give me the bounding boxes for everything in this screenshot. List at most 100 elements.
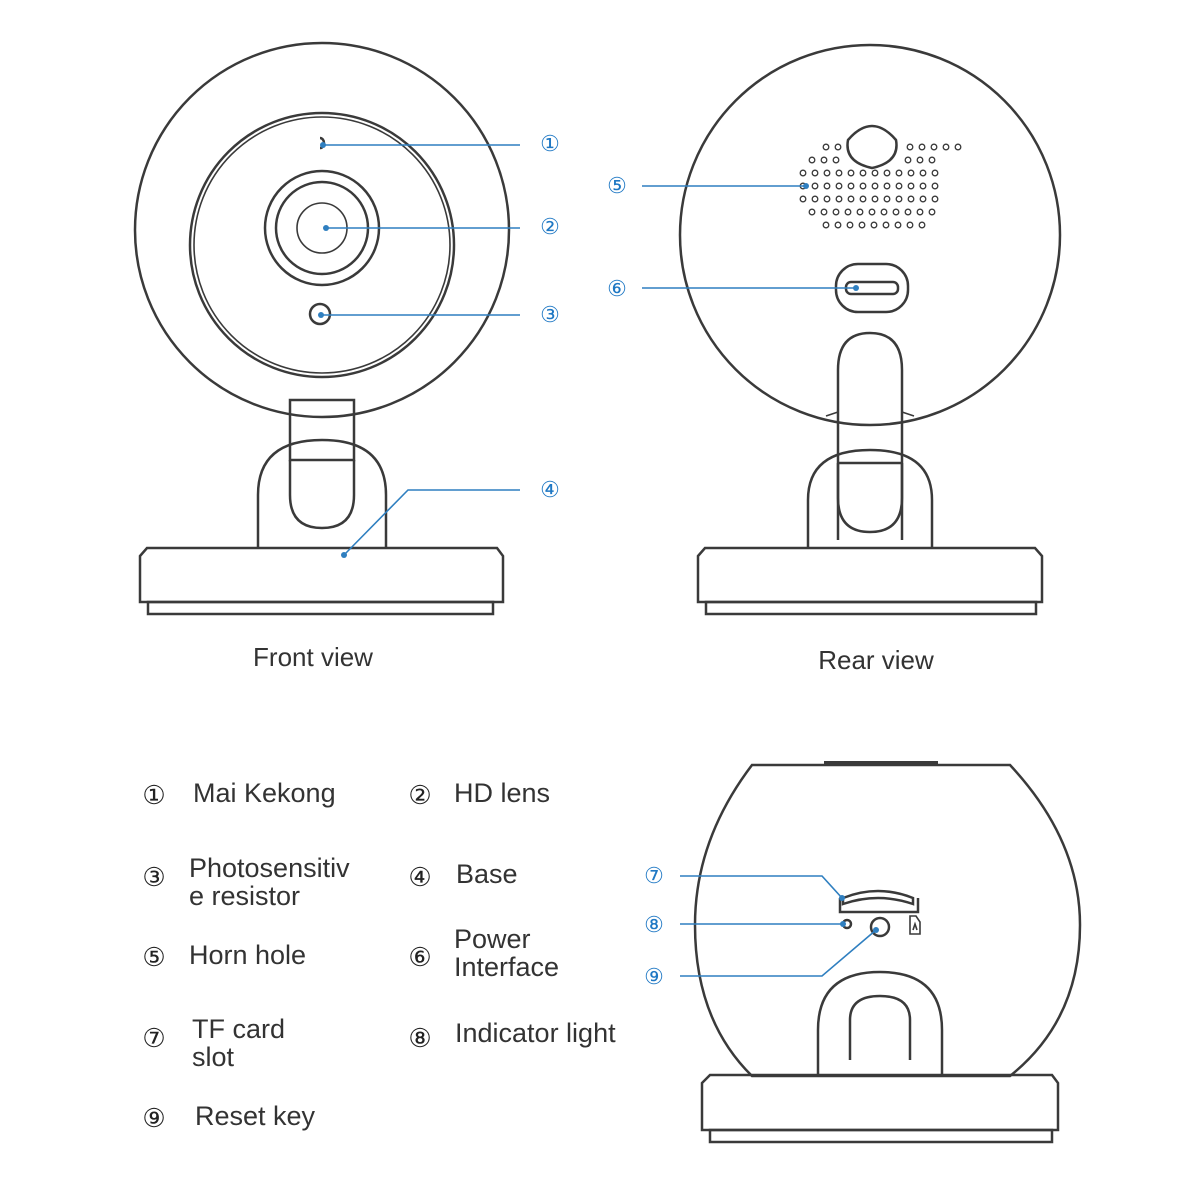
horn-hole (883, 169, 891, 177)
horn-hole (871, 182, 879, 190)
horn-hole (822, 221, 830, 229)
legend-item-1-label: Mai Kekong (193, 778, 336, 808)
legend-item-9-number: ⑨ (142, 1103, 165, 1133)
horn-hole (808, 156, 816, 164)
legend-item-7-number: ⑦ (142, 1023, 165, 1053)
legend-item-5-number: ⑤ (142, 942, 165, 972)
sd-card-icon (909, 915, 921, 935)
horn-hole (823, 182, 831, 190)
legend-item-7-label-line-2: slot (192, 1042, 235, 1072)
horn-hole (823, 169, 831, 177)
horn-hole (811, 195, 819, 203)
callout-1-number: ① (540, 131, 560, 156)
tf-card-slot (841, 889, 915, 906)
front-camera-body (133, 41, 511, 419)
legend-item-4-number: ④ (408, 862, 431, 892)
horn-hole (820, 208, 828, 216)
front-face-plate (188, 111, 456, 379)
callout-6-number: ⑥ (607, 276, 627, 301)
horn-hole (859, 169, 867, 177)
rear-arm-outer (836, 331, 904, 540)
horn-hole (907, 182, 915, 190)
callout-3-number: ③ (540, 302, 560, 327)
horn-hole (835, 169, 843, 177)
horn-hole (822, 143, 830, 151)
callout-1-dot (320, 142, 326, 148)
horn-hole (871, 195, 879, 203)
horn-hole (928, 156, 936, 164)
horn-hole (906, 221, 914, 229)
horn-hole (835, 182, 843, 190)
callout-7-number: ⑦ (644, 863, 664, 888)
tf-card-slot-frame (838, 898, 920, 914)
horn-hole (892, 208, 900, 216)
callout-4-number: ④ (540, 477, 560, 502)
horn-hole (880, 208, 888, 216)
callout-7-lead (680, 875, 843, 899)
horn-hole (928, 208, 936, 216)
legend: ① Mai Kekong ② HD lens ③ Photosensitiv e… (142, 778, 616, 1133)
horn-hole (820, 156, 828, 164)
horn-hole (832, 208, 840, 216)
callout-9-lead (680, 929, 877, 977)
legend-item-4-label: Base (456, 859, 518, 889)
horn-hole (942, 143, 950, 151)
legend-item-5-label: Horn hole (189, 940, 306, 970)
front-stand-arch (256, 438, 388, 548)
horn-hole (858, 221, 866, 229)
legend-item-6-label-line-2: Interface (454, 952, 559, 982)
front-neck (288, 398, 356, 462)
horn-hole (919, 169, 927, 177)
horn-hole (906, 143, 914, 151)
horn-hole (918, 143, 926, 151)
horn-hole (882, 221, 890, 229)
horn-hole (847, 195, 855, 203)
horn-hole (868, 208, 876, 216)
horn-hole (859, 182, 867, 190)
horn-hole (832, 156, 840, 164)
front-stand-inner (288, 460, 356, 530)
callout-4-dot (341, 552, 347, 558)
legend-item-6: ⑥ Power Interface (408, 924, 559, 982)
horn-hole (883, 195, 891, 203)
horn-hole (904, 208, 912, 216)
horn-hole (919, 195, 927, 203)
speaker-grille (799, 124, 962, 229)
horn-hole (846, 221, 854, 229)
front-face-plate-inner (193, 116, 451, 374)
horn-hole (907, 169, 915, 177)
legend-item-3-number: ③ (142, 862, 165, 892)
rear-base (696, 546, 1044, 604)
callout-9-number: ⑨ (644, 964, 664, 989)
horn-hole (811, 169, 819, 177)
callout-8-number: ⑧ (644, 912, 664, 937)
callout-4-lead (343, 489, 520, 556)
legend-item-3: ③ Photosensitiv e resistor (142, 853, 350, 911)
horn-hole (883, 182, 891, 190)
rear-view-label: Rear view (818, 645, 934, 675)
callout-5-number: ⑤ (607, 173, 627, 198)
horn-hole (834, 221, 842, 229)
bottom-stand-inner (848, 994, 912, 1060)
horn-hole (931, 169, 939, 177)
horn-hole (871, 169, 879, 177)
legend-item-3-label-line-1: Photosensitiv (189, 853, 350, 883)
legend-item-7-label-line-1: TF card (192, 1014, 285, 1044)
legend-item-6-number: ⑥ (408, 942, 431, 972)
horn-hole (930, 143, 938, 151)
legend-item-1-number: ① (142, 780, 165, 810)
horn-hole (916, 208, 924, 216)
legend-item-9-label: Reset key (195, 1101, 316, 1131)
horn-hole (931, 182, 939, 190)
front-base-foot (146, 600, 495, 616)
front-base (138, 546, 505, 604)
horn-hole (918, 221, 926, 229)
legend-item-2: ② HD lens (408, 778, 550, 810)
callout-6-dot (853, 285, 859, 291)
legend-item-9: ⑨ Reset key (142, 1101, 315, 1133)
horn-hole (823, 195, 831, 203)
photosensitive-resistor (308, 302, 332, 326)
callout-5-dot (803, 183, 809, 189)
legend-item-8: ⑧ Indicator light (408, 1018, 616, 1053)
legend-item-8-label: Indicator light (455, 1018, 616, 1048)
